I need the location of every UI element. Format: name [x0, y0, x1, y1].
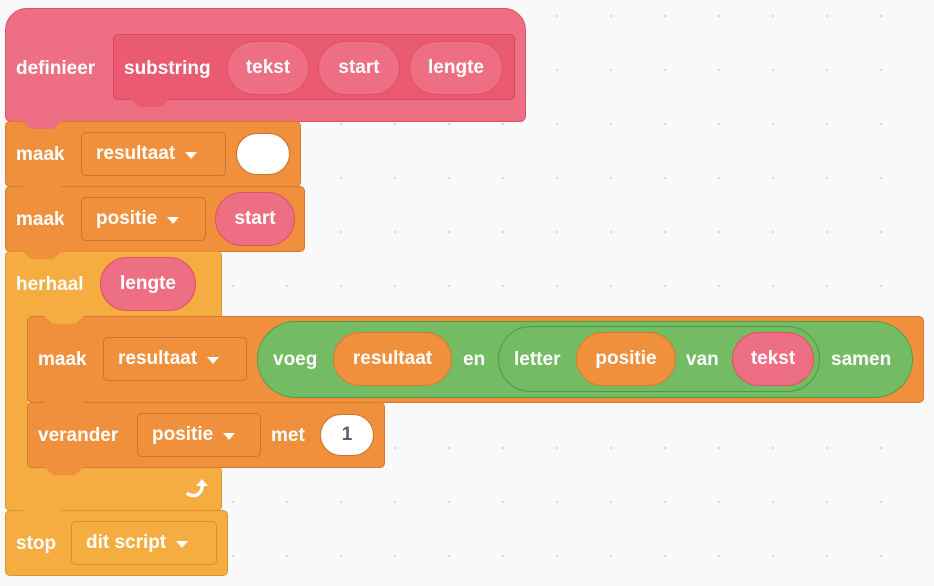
value-input-empty[interactable]	[236, 133, 290, 175]
reporter-resultaat[interactable]: resultaat	[333, 332, 452, 386]
reporter-lengte[interactable]: lengte	[100, 257, 196, 311]
dropdown-arrow-icon	[207, 356, 220, 364]
join-label-end: samen	[831, 349, 892, 370]
dropdown-arrow-icon	[176, 540, 189, 548]
reporter-positie[interactable]: positie	[576, 332, 676, 386]
param-start[interactable]: start	[318, 41, 400, 95]
loop-arrow-icon	[186, 479, 208, 498]
repeat-block-arm	[5, 316, 28, 473]
change-label-mid: met	[271, 425, 305, 446]
dropdown-arrow-icon	[167, 216, 180, 224]
dropdown-arrow-icon	[185, 151, 198, 159]
set-label: maak	[38, 349, 87, 370]
notch	[22, 251, 62, 259]
stop-label: stop	[16, 533, 57, 554]
dropdown-value: resultaat	[96, 143, 176, 164]
change-label: verander	[38, 425, 119, 446]
define-label: definieer	[16, 58, 96, 79]
notch	[22, 186, 62, 194]
stop-option-dropdown[interactable]: dit script	[71, 521, 217, 565]
notch	[44, 316, 84, 324]
reporter-tekst[interactable]: tekst	[732, 332, 814, 386]
variable-dropdown-positie[interactable]: positie	[81, 197, 206, 241]
variable-dropdown-positie[interactable]: positie	[137, 413, 261, 457]
reporter-start[interactable]: start	[215, 192, 295, 246]
dropdown-value: dit script	[86, 532, 167, 553]
notch	[44, 402, 84, 410]
procedure-name: substring	[124, 58, 211, 79]
variable-dropdown-resultaat[interactable]: resultaat	[103, 337, 247, 381]
set-label: maak	[16, 144, 65, 165]
dropdown-value: positie	[152, 424, 214, 445]
dropdown-value: positie	[96, 208, 158, 229]
variable-dropdown-resultaat[interactable]: resultaat	[81, 132, 226, 176]
change-value-input[interactable]: 1	[320, 414, 374, 456]
letter-label-start: letter	[514, 349, 561, 370]
dropdown-arrow-icon	[223, 432, 236, 440]
join-label-mid: en	[463, 349, 486, 370]
letter-label-mid: van	[686, 349, 719, 370]
notch	[22, 121, 62, 129]
notch	[44, 467, 84, 475]
param-lengte[interactable]: lengte	[409, 41, 503, 95]
set-label: maak	[16, 209, 65, 230]
repeat-label: herhaal	[16, 274, 84, 295]
notch	[22, 510, 62, 518]
param-tekst[interactable]: tekst	[227, 41, 309, 95]
dropdown-value: resultaat	[118, 348, 198, 369]
prototype-notch	[130, 99, 170, 107]
join-label-start: voeg	[273, 349, 318, 370]
